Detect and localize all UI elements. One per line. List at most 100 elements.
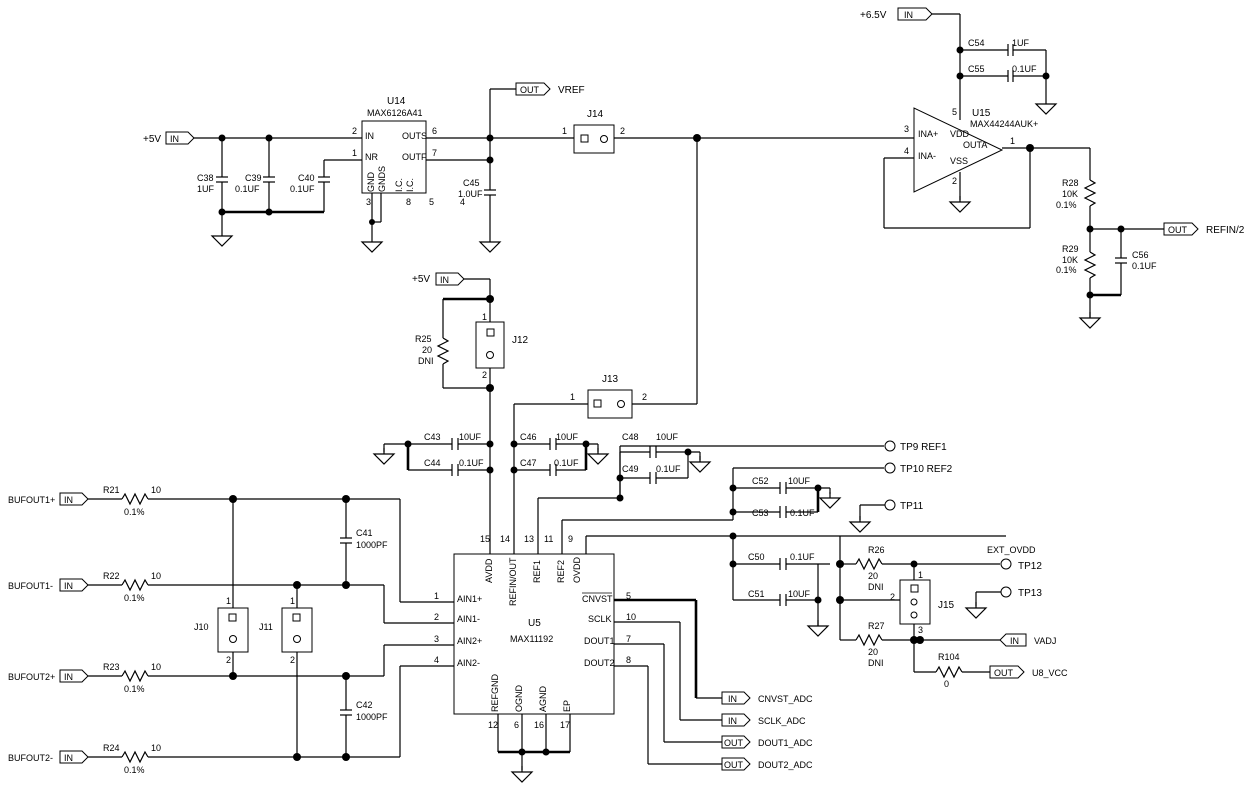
svg-text:R104: R104 xyxy=(938,652,960,662)
svg-text:17: 17 xyxy=(560,720,570,730)
svg-text:3: 3 xyxy=(904,124,909,134)
svg-text:MAX44244AUK+: MAX44244AUK+ xyxy=(970,119,1038,129)
svg-text:C47: C47 xyxy=(520,458,537,468)
svg-text:0.1UF: 0.1UF xyxy=(235,184,260,194)
jumper-j15: J15 1 2 3 xyxy=(890,570,955,635)
capacitor-c46: C46 10UF xyxy=(520,432,579,442)
svg-text:C56: C56 xyxy=(1132,250,1149,260)
svg-text:J15: J15 xyxy=(938,600,955,611)
svg-text:U15: U15 xyxy=(972,108,991,119)
svg-text:OUTA: OUTA xyxy=(963,140,987,150)
capacitor-c49: C49 0.1UF xyxy=(622,464,681,474)
svg-text:10: 10 xyxy=(151,485,161,495)
bufout2n-port: BUFOUT2- IN xyxy=(8,750,89,764)
svg-text:GNDS: GNDS xyxy=(377,166,387,192)
svg-text:3: 3 xyxy=(918,625,923,635)
refin2-output-port: OUT REFIN/2 xyxy=(1163,222,1245,236)
p5v-mid-input-port: +5V IN xyxy=(412,272,465,286)
svg-text:C43: C43 xyxy=(424,432,441,442)
capacitor-c43: C43 10UF xyxy=(424,432,482,442)
svg-text:20: 20 xyxy=(868,571,878,581)
vref-output-port: OUT VREF xyxy=(515,82,585,96)
svg-text:OVDD: OVDD xyxy=(572,556,582,583)
svg-text:C40: C40 xyxy=(298,173,315,183)
svg-text:9: 9 xyxy=(568,534,573,544)
svg-text:IN: IN xyxy=(904,10,913,20)
svg-text:0.1UF: 0.1UF xyxy=(554,458,579,468)
svg-text:12: 12 xyxy=(488,720,498,730)
svg-text:BUFOUT1-: BUFOUT1- xyxy=(8,581,53,591)
capacitor-c42: C42 1000PF xyxy=(356,700,388,722)
tp9-label: TP9 REF1 xyxy=(900,442,947,453)
svg-text:3: 3 xyxy=(434,634,439,644)
resistor-r29: R29 10K 0.1% xyxy=(1056,244,1079,275)
svg-text:AIN2+: AIN2+ xyxy=(457,636,482,646)
svg-text:VSS: VSS xyxy=(950,156,968,166)
cnvst-adc-port: IN CNVST_ADC xyxy=(721,691,813,705)
svg-text:I.C.: I.C. xyxy=(405,178,415,192)
svg-text:C41: C41 xyxy=(356,528,373,538)
svg-text:2: 2 xyxy=(290,655,295,665)
svg-text:OUT: OUT xyxy=(520,85,540,95)
p5v-input-port: +5V IN xyxy=(143,131,195,145)
svg-text:J10: J10 xyxy=(194,622,209,632)
resistor-r22: R22 10 0.1% xyxy=(103,571,161,603)
svg-text:2: 2 xyxy=(482,370,487,380)
jumper-j14: J14 1 2 xyxy=(562,109,625,154)
svg-text:REFIN/2: REFIN/2 xyxy=(1206,225,1245,236)
svg-text:4: 4 xyxy=(904,146,909,156)
svg-text:7: 7 xyxy=(432,148,437,158)
jumper-j10: J10 1 2 xyxy=(194,596,249,665)
resistor-r25: R25 20 DNI xyxy=(415,334,434,366)
svg-text:R26: R26 xyxy=(868,545,885,555)
capacitor-c38: C38 1UF xyxy=(197,173,228,194)
svg-text:11: 11 xyxy=(544,534,553,544)
svg-text:C48: C48 xyxy=(622,432,639,442)
svg-text:0.1%: 0.1% xyxy=(124,684,145,694)
svg-text:10UF: 10UF xyxy=(656,432,679,442)
svg-text:1: 1 xyxy=(352,148,357,158)
svg-text:AGND: AGND xyxy=(538,685,548,712)
svg-text:OUT: OUT xyxy=(724,760,744,770)
capacitor-c52: C52 10UF xyxy=(752,476,811,486)
svg-text:DOUT1_ADC: DOUT1_ADC xyxy=(758,738,813,748)
svg-text:CNVST_ADC: CNVST_ADC xyxy=(758,694,813,704)
svg-text:2: 2 xyxy=(620,126,625,136)
svg-text:DNI: DNI xyxy=(868,658,884,668)
svg-text:NR: NR xyxy=(365,152,378,162)
svg-text:J12: J12 xyxy=(512,335,529,346)
svg-text:15: 15 xyxy=(480,534,490,544)
bufout1n-port: BUFOUT1- IN xyxy=(8,578,89,592)
svg-text:0.1UF: 0.1UF xyxy=(1012,64,1037,74)
svg-text:EP: EP xyxy=(562,700,572,712)
jumper-j13: J13 1 2 xyxy=(570,374,647,419)
svg-text:1: 1 xyxy=(1010,136,1015,146)
svg-text:IN: IN xyxy=(64,581,73,591)
svg-text:1: 1 xyxy=(918,570,923,580)
svg-text:OUT: OUT xyxy=(724,738,744,748)
svg-text:C44: C44 xyxy=(424,458,441,468)
svg-text:1: 1 xyxy=(570,392,575,402)
svg-text:R21: R21 xyxy=(103,485,120,495)
svg-text:IN: IN xyxy=(64,495,73,505)
svg-text:R28: R28 xyxy=(1062,178,1079,188)
svg-text:VADJ: VADJ xyxy=(1034,636,1056,646)
svg-text:GND: GND xyxy=(366,172,376,193)
svg-text:INA-: INA- xyxy=(918,151,936,161)
capacitor-c53: C53 0.1UF xyxy=(752,508,815,518)
svg-text:10UF: 10UF xyxy=(556,432,579,442)
svg-text:2: 2 xyxy=(952,176,957,186)
svg-text:DNI: DNI xyxy=(868,582,884,592)
svg-text:IN: IN xyxy=(64,753,73,763)
svg-text:8: 8 xyxy=(626,655,631,665)
svg-text:C49: C49 xyxy=(622,464,639,474)
svg-text:7: 7 xyxy=(626,634,631,644)
svg-text:0.1UF: 0.1UF xyxy=(656,464,681,474)
svg-text:1: 1 xyxy=(562,126,567,136)
svg-text:13: 13 xyxy=(524,534,534,544)
svg-text:REFIN/OUT: REFIN/OUT xyxy=(508,557,518,606)
svg-text:BUFOUT2+: BUFOUT2+ xyxy=(8,672,55,682)
svg-text:DOUT2_ADC: DOUT2_ADC xyxy=(758,760,813,770)
svg-text:AVDD: AVDD xyxy=(484,558,494,583)
resistor-r28: R28 10K 0.1% xyxy=(1056,178,1079,210)
